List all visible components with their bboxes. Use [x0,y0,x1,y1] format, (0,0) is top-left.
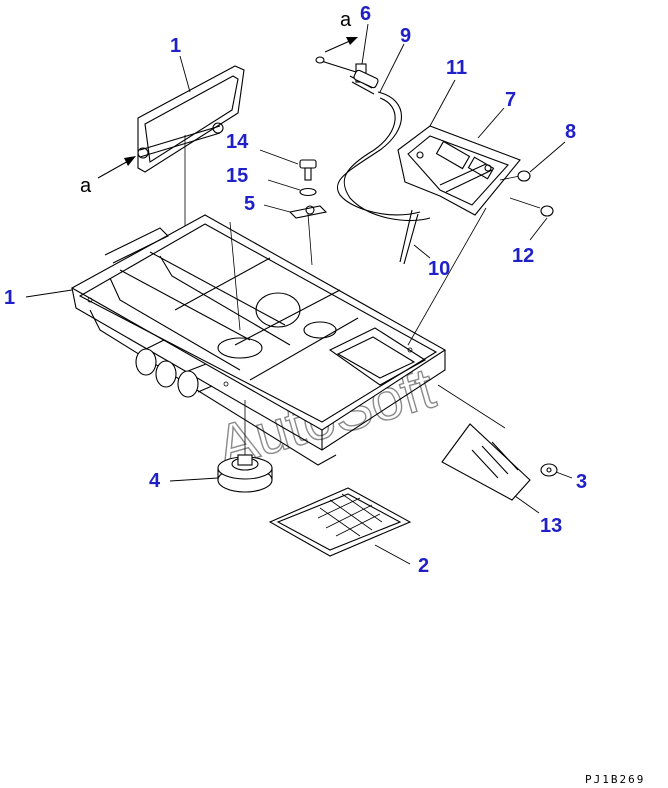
part-grille-plate [437,384,531,501]
view-mark-a-left: a [80,175,92,197]
view-mark-a-top: a [340,9,352,31]
callout-10: 10 [428,258,450,280]
part-flap-plate [137,65,245,290]
callout-12: 12 [512,245,534,267]
part-actuator-bracket [397,125,554,346]
callout-1-left: 1 [4,287,15,309]
part-cable-assembly [315,56,431,265]
leader-lines [25,23,573,565]
callout-6: 6 [360,3,371,25]
callout-3: 3 [576,471,587,493]
callout-5: 5 [244,193,255,215]
part-filter-tray [268,487,412,557]
part-clamp [229,205,328,331]
callout-15: 15 [226,165,248,187]
part-bolt [299,159,317,181]
part-washer [299,187,317,197]
view-arrow-top [324,37,358,53]
callout-7: 7 [505,89,516,111]
view-arrow-left [97,156,136,179]
callout-4: 4 [149,470,161,492]
part-housing [70,214,447,466]
callout-9: 9 [400,25,411,47]
part-clip [540,463,558,477]
callout-labels: 1 1 2 3 4 5 6 7 8 9 10 11 12 13 14 15 [4,3,587,577]
duct-outlets [135,339,213,398]
callout-2: 2 [418,555,429,577]
callout-14: 14 [226,131,249,153]
part-drain-cap [217,400,273,493]
callout-1-top: 1 [170,35,181,57]
callout-11: 11 [446,57,467,79]
drawing-code: PJ1B269 [585,773,645,786]
callout-13: 13 [540,515,562,537]
callout-8: 8 [565,121,576,143]
